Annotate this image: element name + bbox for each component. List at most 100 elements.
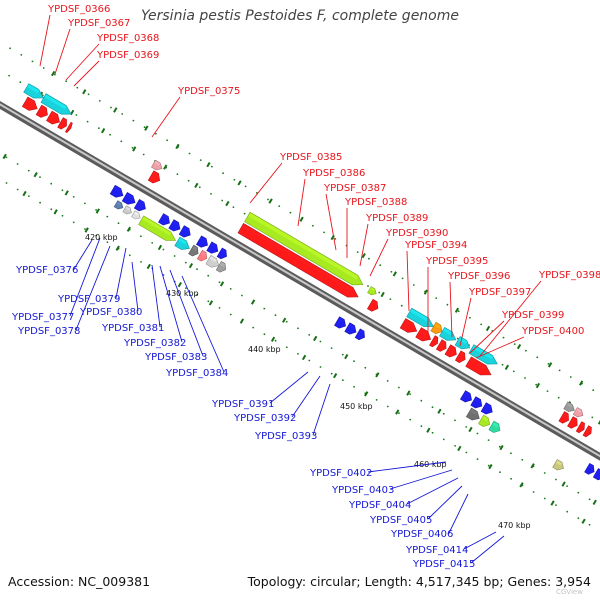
grid-dot bbox=[75, 114, 78, 116]
leader-line bbox=[389, 469, 453, 490]
grid-dot bbox=[535, 383, 538, 386]
grid-dot bbox=[110, 106, 112, 109]
grid-dot bbox=[442, 438, 445, 441]
leader-line bbox=[151, 264, 161, 328]
grid-tick bbox=[423, 289, 428, 295]
grid-dot bbox=[378, 291, 381, 294]
grid-tick bbox=[163, 164, 168, 170]
cog-block bbox=[122, 205, 132, 215]
grid-tick bbox=[208, 300, 214, 306]
leader-line bbox=[448, 493, 469, 534]
grid-dot bbox=[185, 287, 187, 290]
grid-dot bbox=[323, 231, 325, 234]
leader-line bbox=[475, 336, 525, 359]
leader-line bbox=[291, 375, 321, 418]
grid-dot bbox=[353, 385, 355, 388]
gene-label-forward: YPDSF_0399 bbox=[501, 310, 564, 321]
grid-tick bbox=[113, 107, 118, 113]
grid-dot bbox=[398, 412, 400, 414]
ruler-label-420-kbp: 420 kbp bbox=[85, 233, 118, 242]
grid-dot bbox=[334, 238, 337, 240]
grid-dot bbox=[379, 264, 382, 267]
grid-dot bbox=[465, 426, 468, 428]
grid-dot bbox=[87, 93, 90, 96]
grid-dot bbox=[375, 399, 378, 401]
grid-dot bbox=[218, 307, 221, 309]
cog-block bbox=[465, 407, 480, 421]
grid-dot bbox=[162, 248, 165, 251]
leader-line bbox=[325, 193, 337, 251]
grid-tick bbox=[2, 153, 7, 160]
cog-block bbox=[572, 407, 584, 418]
grid-tick bbox=[597, 420, 600, 425]
grid-dot bbox=[61, 189, 64, 192]
grid-tick bbox=[188, 262, 194, 269]
grid-tick bbox=[485, 325, 491, 332]
cog-block bbox=[367, 286, 377, 296]
grid-dot bbox=[367, 285, 369, 287]
grid-tick bbox=[33, 171, 38, 178]
grid-tick bbox=[579, 380, 584, 386]
grid-tick bbox=[219, 281, 225, 287]
cog-block bbox=[205, 254, 220, 268]
grid-dot bbox=[151, 242, 154, 244]
grid-dot bbox=[400, 304, 403, 307]
grid-dot bbox=[196, 293, 199, 296]
grid-tick bbox=[225, 200, 230, 207]
grid-dot bbox=[132, 119, 135, 122]
grid-tick bbox=[301, 354, 307, 361]
grid-dot bbox=[401, 277, 404, 280]
grid-dot bbox=[84, 202, 86, 205]
leader-line bbox=[39, 14, 51, 67]
grid-dot bbox=[498, 445, 501, 448]
grid-dot bbox=[364, 366, 367, 369]
grid-dot bbox=[95, 234, 98, 237]
grid-dot bbox=[274, 339, 277, 342]
grid-dot bbox=[207, 274, 210, 277]
grid-dot bbox=[166, 139, 169, 142]
cgview-watermark: CGView bbox=[556, 588, 583, 596]
gene-label-forward: YPDSF_0394 bbox=[404, 240, 467, 251]
grid-tick bbox=[592, 499, 597, 505]
gene-label-reverse: YPDSF_0402 bbox=[309, 468, 372, 479]
leader-line bbox=[75, 245, 111, 331]
grid-dot bbox=[435, 297, 438, 299]
grid-tick bbox=[194, 182, 199, 189]
gene-label-reverse: YPDSF_0377 bbox=[11, 312, 74, 323]
leader-line bbox=[73, 239, 93, 270]
leader-line bbox=[369, 238, 389, 277]
grid-dot bbox=[98, 100, 101, 102]
grid-tick bbox=[175, 143, 180, 150]
leader-line bbox=[54, 28, 71, 75]
forward-cds bbox=[558, 411, 569, 424]
gene-label-forward: YPDSF_0397 bbox=[468, 287, 531, 298]
grid-dot bbox=[420, 425, 423, 428]
gene-label-forward: YPDSF_0368 bbox=[96, 33, 159, 44]
grid-dot bbox=[128, 254, 131, 257]
grid-tick bbox=[392, 271, 397, 277]
grid-dot bbox=[312, 224, 314, 227]
grid-dot bbox=[543, 472, 546, 474]
grid-dot bbox=[61, 214, 64, 217]
grid-tick bbox=[581, 518, 586, 524]
gene-label-forward: YPDSF_0369 bbox=[96, 50, 159, 61]
grid-tick bbox=[250, 299, 256, 305]
gene-label-reverse: YPDSF_0392 bbox=[233, 413, 296, 424]
cog-block bbox=[563, 401, 575, 412]
gene-label-forward: YPDSF_0389 bbox=[365, 213, 428, 224]
grid-tick bbox=[144, 125, 149, 131]
grid-dot bbox=[502, 336, 505, 339]
gene-label-reverse: YPDSF_0393 bbox=[254, 431, 317, 442]
grid-dot bbox=[184, 261, 187, 264]
grid-dot bbox=[577, 491, 580, 494]
grid-dot bbox=[198, 186, 201, 189]
grid-dot bbox=[465, 451, 468, 454]
grid-dot bbox=[86, 120, 89, 123]
grid-dot bbox=[569, 376, 572, 378]
grid-tick bbox=[375, 372, 380, 378]
grid-dot bbox=[557, 396, 560, 399]
grid-dot bbox=[431, 431, 434, 434]
grid-dot bbox=[342, 379, 344, 382]
grid-dot bbox=[341, 353, 344, 356]
